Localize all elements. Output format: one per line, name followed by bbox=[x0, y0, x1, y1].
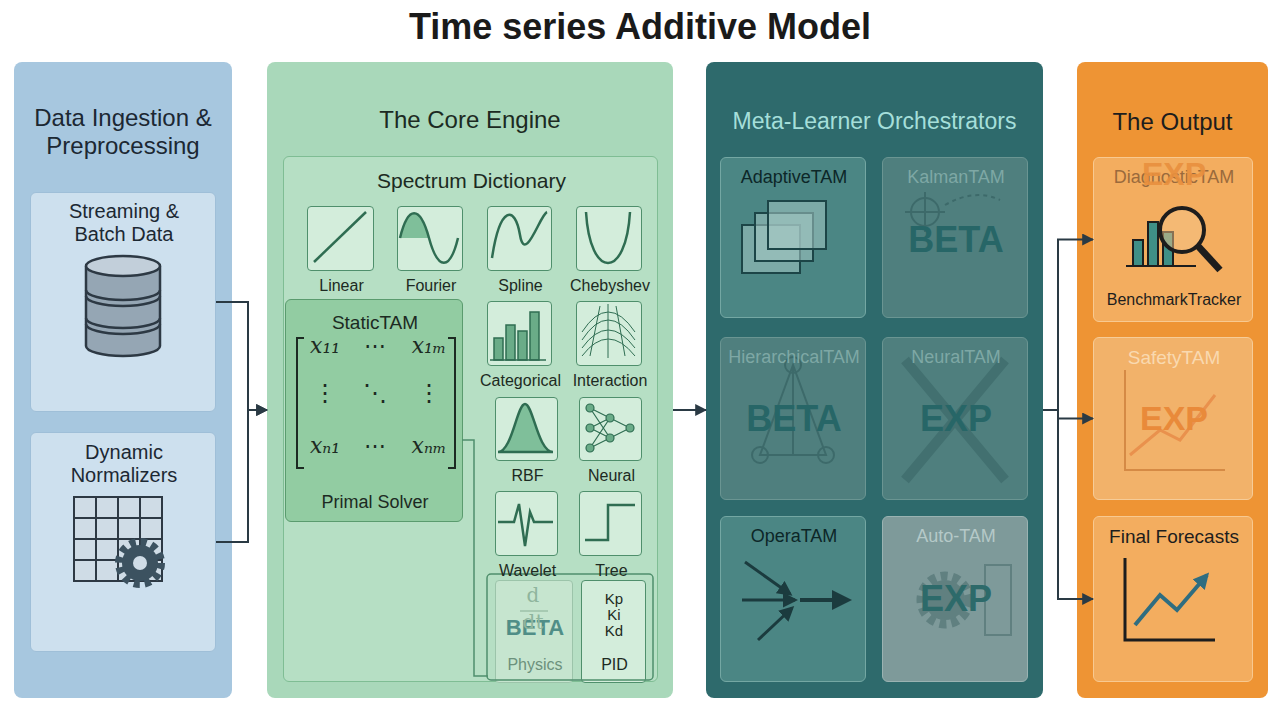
node-title: AdaptiveTAM bbox=[709, 167, 879, 188]
dictionary-panel: Spectrum DictionaryLinearFourierSplineCh… bbox=[283, 156, 658, 682]
matrix-label: ⋯ bbox=[350, 333, 400, 358]
matrix-label: xₙ₁ bbox=[300, 433, 350, 458]
basis-tile: Wavelet bbox=[495, 491, 558, 556]
pid-tile: Kp Ki Kd PID bbox=[581, 580, 646, 683]
node-text: EXP bbox=[1094, 156, 1254, 193]
matrix-label: ⋮ bbox=[300, 380, 350, 408]
node-text: EXP bbox=[1094, 399, 1254, 438]
node-title: Kp Ki Kd bbox=[600, 591, 628, 638]
basis-tile: Linear bbox=[307, 206, 374, 271]
matrix-label: d bbox=[505, 584, 561, 607]
orchestrator-box: OperaTAM bbox=[720, 516, 866, 682]
column-band: Data Ingestion & PreprocessingStreaming … bbox=[14, 62, 232, 698]
node-title: HierarchicalTAM bbox=[709, 347, 879, 368]
node-title: Spectrum Dictionary bbox=[284, 169, 659, 193]
node-text: BETA bbox=[721, 398, 867, 439]
node-title: Fourier bbox=[373, 277, 489, 295]
output-box: Final Forecasts bbox=[1093, 516, 1253, 682]
node-title: Interaction bbox=[552, 372, 668, 390]
node-title: Streaming & Batch Data bbox=[44, 200, 204, 246]
basis-tile: Chebyshev bbox=[576, 206, 642, 271]
node-title: Spline bbox=[463, 277, 578, 295]
input-box: Dynamic Normalizers bbox=[30, 432, 216, 652]
node-title: OperaTAM bbox=[709, 526, 879, 547]
node-title: StaticTAM bbox=[286, 312, 464, 334]
node-title: Data Ingestion & Preprocessing bbox=[20, 104, 226, 159]
node-title: The Output bbox=[1077, 108, 1268, 136]
node-title: Categorical bbox=[463, 372, 578, 390]
node-title: Neural bbox=[555, 467, 668, 485]
flow-arrow bbox=[673, 409, 706, 411]
basis-tile: Interaction bbox=[576, 301, 642, 366]
orchestrator-box-exp: Auto-TAMEXP bbox=[882, 516, 1028, 682]
orchestrator-box-exp: NeuralTAMEXP bbox=[882, 337, 1028, 500]
basis-tile: RBF bbox=[495, 397, 558, 461]
basis-tile: Neural bbox=[579, 397, 642, 461]
node-title: Tree bbox=[555, 562, 668, 580]
node-title: Linear bbox=[283, 277, 400, 295]
node-text: Physics bbox=[486, 656, 584, 674]
solver-box: StaticTAM Primal Solver bbox=[285, 299, 463, 522]
matrix-label: ⋮ bbox=[404, 380, 454, 408]
input-box: Streaming & Batch Data bbox=[30, 192, 216, 412]
matrix-label: ⋱ bbox=[350, 380, 400, 408]
basis-tile: Tree bbox=[579, 491, 642, 556]
matrix-label: x₁ₘ bbox=[404, 333, 454, 358]
column-band: The OutputDiagnosticTAMEXPBenchmarkTrack… bbox=[1077, 62, 1268, 698]
matrix-label: dt bbox=[505, 611, 561, 634]
node-title: RBF bbox=[471, 467, 584, 485]
output-box-exp: SafetyTAM EXP bbox=[1093, 337, 1253, 500]
node-title: SafetyTAM bbox=[1094, 347, 1254, 369]
orchestrator-box-beta: HierarchicalTAMBETA bbox=[720, 337, 866, 500]
node-title: NeuralTAM bbox=[871, 347, 1041, 368]
node-text: Primal Solver bbox=[286, 492, 464, 513]
basis-tile: Fourier bbox=[397, 206, 463, 271]
basis-tile: Spline bbox=[487, 206, 552, 271]
node-title: The Core Engine bbox=[267, 106, 673, 134]
node-title: KalmanTAM bbox=[871, 167, 1041, 188]
basis-tile: Categorical bbox=[487, 301, 552, 366]
node-title: Final Forecasts bbox=[1094, 526, 1254, 548]
orchestrator-box-beta: KalmanTAMBETA bbox=[882, 157, 1028, 318]
node-text: BenchmarkTracker bbox=[1086, 291, 1262, 309]
node-text: EXP bbox=[883, 578, 1029, 619]
node-text: BETA bbox=[883, 219, 1029, 260]
matrix-label: xₙₘ bbox=[404, 433, 454, 458]
matrix-label: x₁₁ bbox=[300, 333, 350, 358]
node-title: Meta-Learner Orchestrators bbox=[706, 108, 1043, 134]
output-box: DiagnosticTAMEXPBenchmarkTracker bbox=[1093, 157, 1253, 322]
orchestrator-box: AdaptiveTAM bbox=[720, 157, 866, 318]
node-title: Chebyshev bbox=[552, 277, 668, 295]
node-title: Dynamic Normalizers bbox=[59, 441, 189, 487]
node-title: Wavelet bbox=[471, 562, 584, 580]
node-title: Auto-TAM bbox=[871, 526, 1041, 547]
matrix-label: ⋯ bbox=[350, 433, 400, 458]
diagram-title: Time series Additive Model bbox=[0, 6, 1280, 47]
node-text: PID bbox=[582, 656, 647, 674]
column-band: Meta-Learner OrchestratorsAdaptiveTAMKal… bbox=[706, 62, 1043, 698]
node-text: EXP bbox=[883, 398, 1029, 439]
